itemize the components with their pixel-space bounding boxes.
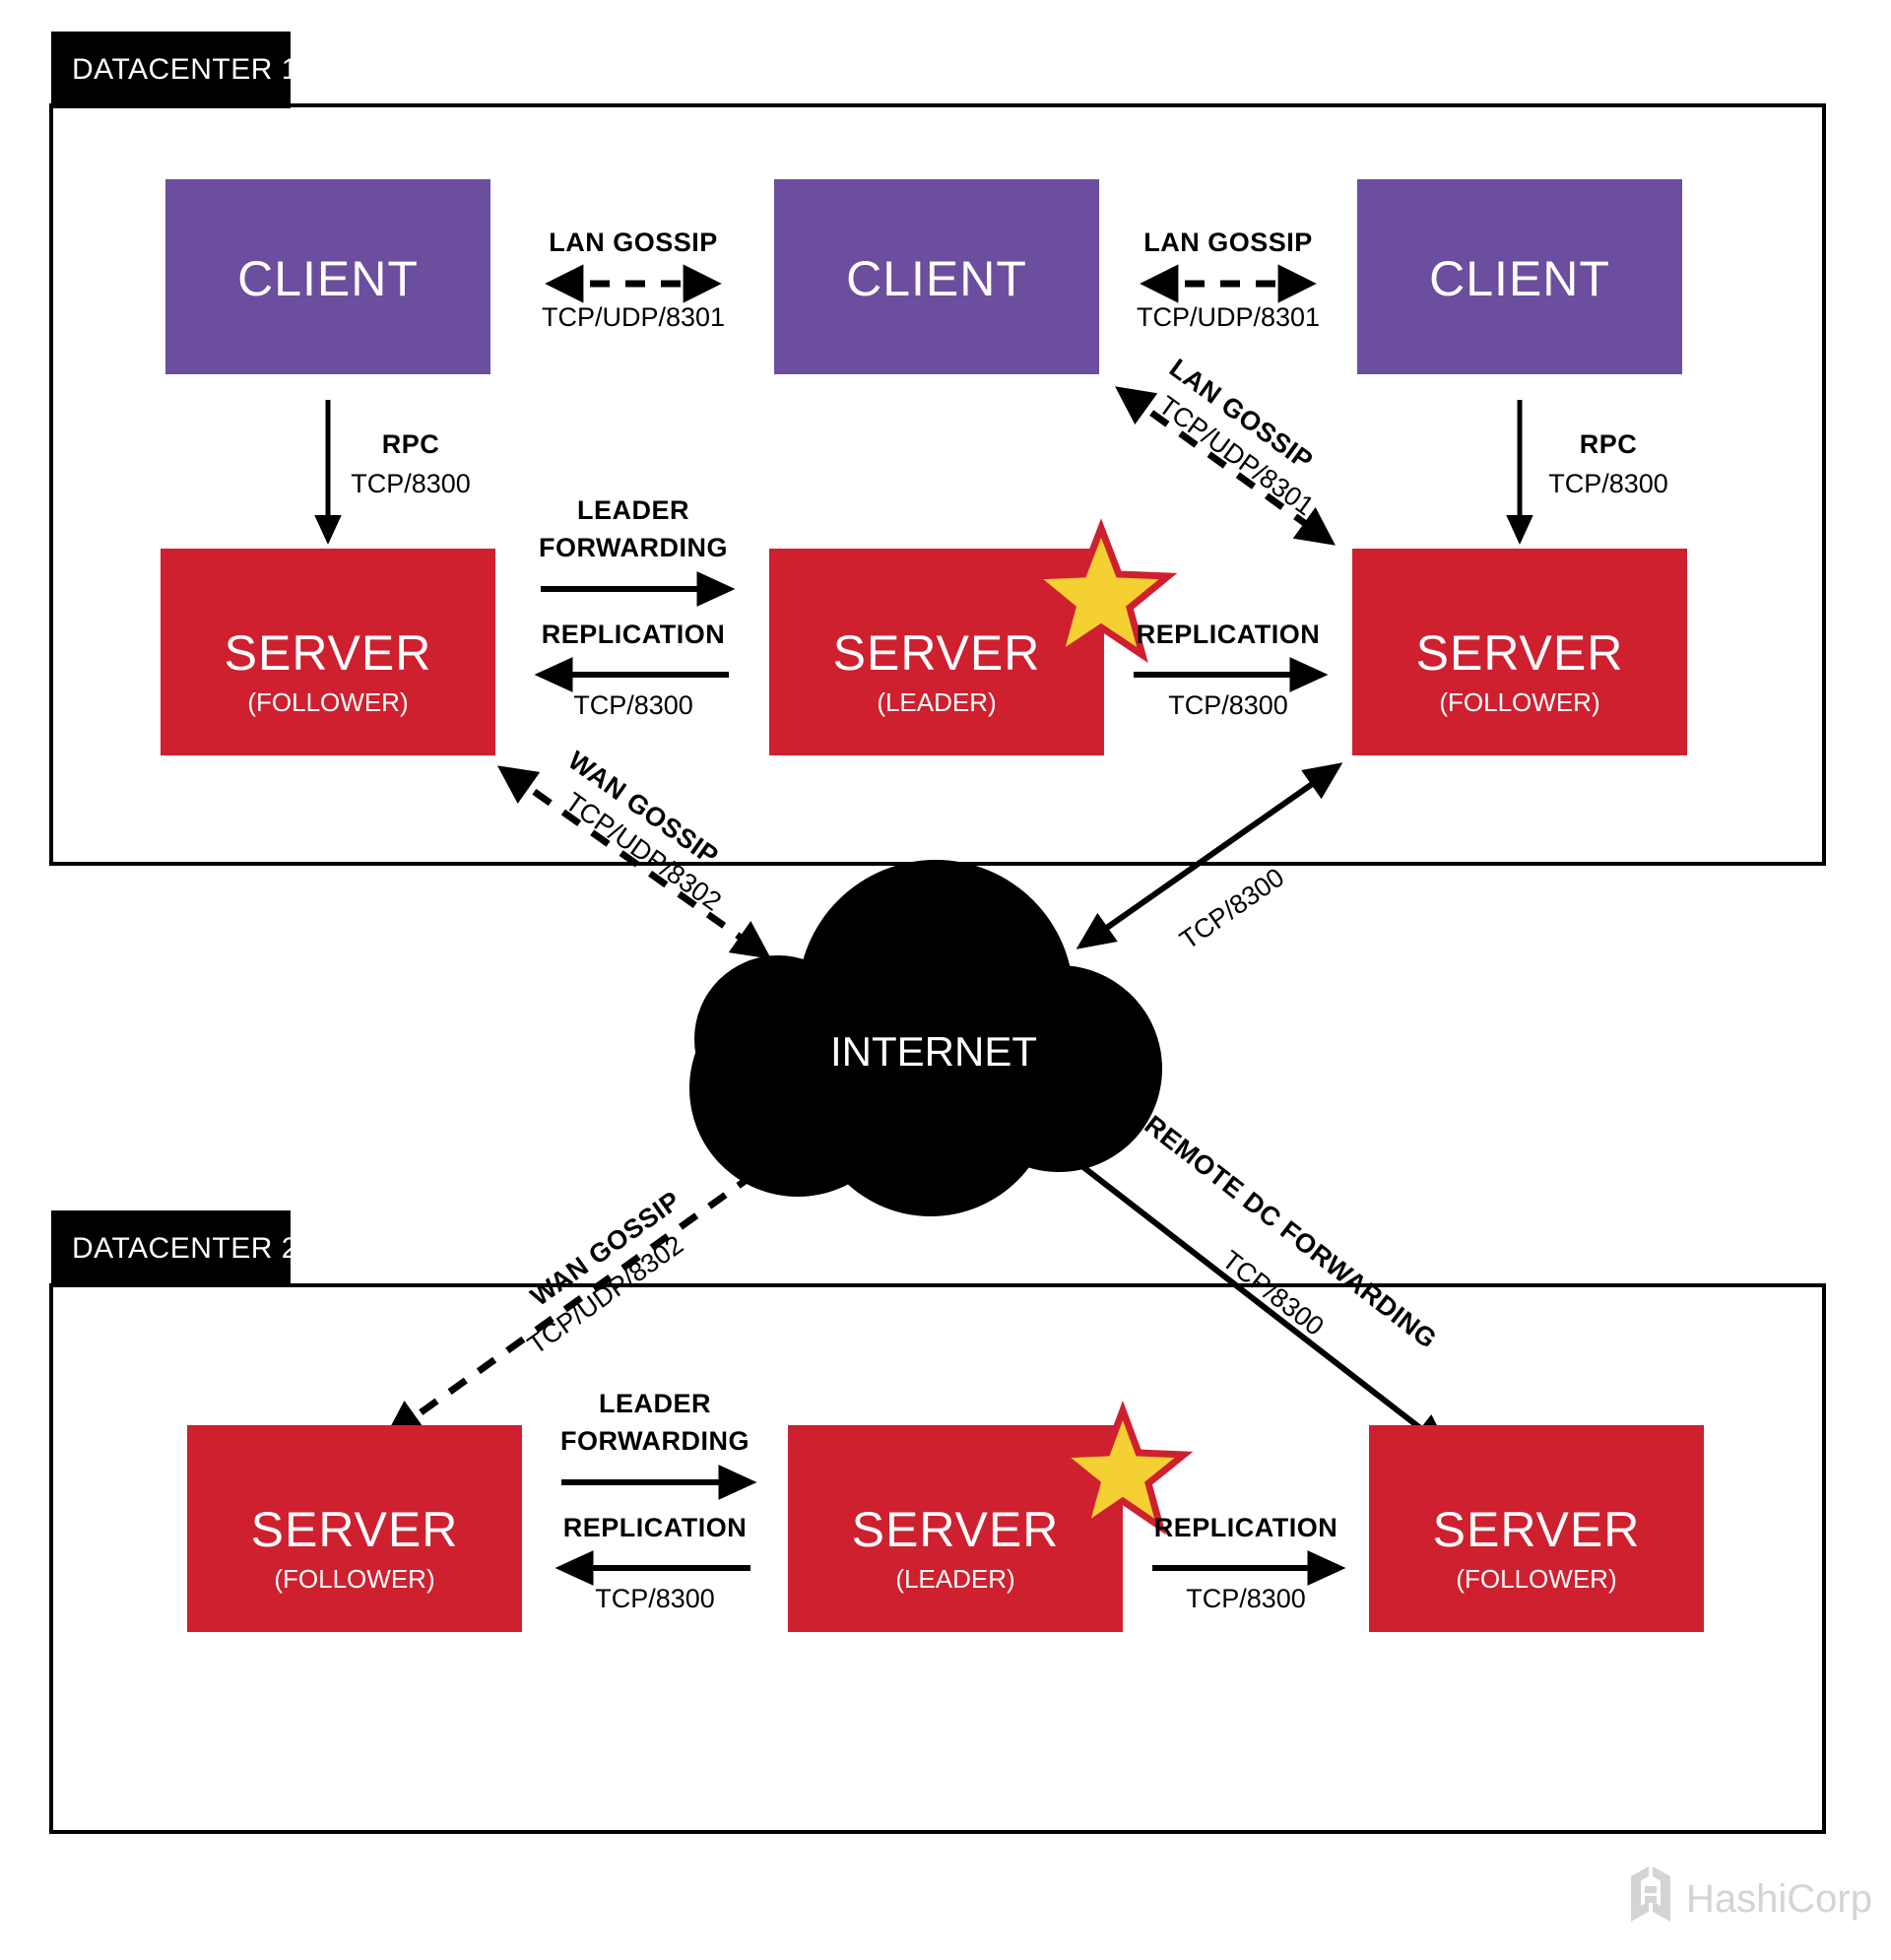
lan-gossip-1-label: LAN GOSSIP [549, 228, 718, 257]
dc1-lan-gossip-edge-diagonal: LAN GOSSIP TCP/UDP/8301 [1115, 353, 1336, 546]
dc1-leader-forwarding-label-2: FORWARDING [539, 533, 728, 562]
dc2-server-mid-label: SERVER [852, 1502, 1060, 1557]
dc2-leader-forwarding-label-2: FORWARDING [560, 1426, 750, 1456]
lan-gossip-1-port: TCP/UDP/8301 [542, 302, 725, 332]
rpc-left-port: TCP/8300 [351, 469, 471, 498]
dc2-server-left[interactable]: SERVER (FOLLOWER) [187, 1425, 522, 1632]
dc1-internet-rpc-arrow [1076, 762, 1343, 949]
dc1-replication-left-label: REPLICATION [542, 620, 726, 649]
dc1-server-mid[interactable]: SERVER (LEADER) [769, 518, 1178, 755]
dc1-lan-gossip-edge-2: LAN GOSSIP TCP/UDP/8301 [1137, 228, 1320, 332]
dc2-leader-forwarding-edge: LEADER FORWARDING [560, 1389, 757, 1500]
wan-gossip-top-arrow [496, 765, 772, 959]
dc1-server-right[interactable]: SERVER (FOLLOWER) [1352, 549, 1687, 755]
dc2-server-left-box[interactable] [187, 1425, 522, 1632]
remote-dc-forwarding-edge: REMOTE DC FORWARDING TCP/8300 [1081, 1110, 1452, 1452]
dc1-server-mid-role: (LEADER) [877, 687, 996, 717]
rpc-right-label: RPC [1580, 429, 1638, 459]
wan-gossip-bottom-arrow [384, 1151, 786, 1439]
lan-gossip-diagonal-arrow [1115, 386, 1336, 546]
dc1-server-right-box[interactable] [1352, 549, 1687, 755]
dc2-server-right-role: (FOLLOWER) [1456, 1564, 1616, 1594]
datacenter-2-tab [51, 1210, 291, 1287]
dc2-leader-star-icon [1052, 1400, 1194, 1535]
dc1-replication-right-label: REPLICATION [1137, 620, 1321, 649]
dc2-server-left-role: (FOLLOWER) [274, 1564, 434, 1594]
datacenter-2-label: DATACENTER 2 [72, 1232, 298, 1265]
dc1-server-mid-label: SERVER [833, 625, 1041, 681]
dc1-lan-gossip-edge-1: LAN GOSSIP TCP/UDP/8301 [542, 228, 725, 332]
datacenter-1-tab [51, 32, 291, 108]
dc1-rpc-edge-left: RPC TCP/8300 [314, 400, 471, 545]
dc2-server-mid-role: (LEADER) [895, 1564, 1014, 1594]
dc1-client-1[interactable]: CLIENT [165, 179, 490, 374]
dc1-server-left-role: (FOLLOWER) [247, 687, 408, 717]
remote-dc-forwarding-arrow [1081, 1164, 1452, 1452]
lan-gossip-2-label: LAN GOSSIP [1143, 228, 1313, 257]
rpc-left-label: RPC [382, 429, 440, 459]
dc1-internet-rpc-port: TCP/8300 [1174, 862, 1289, 954]
lan-gossip-2-port: TCP/UDP/8301 [1137, 302, 1320, 332]
dc1-client-3-box[interactable] [1357, 179, 1682, 374]
dc1-client-3-label: CLIENT [1429, 251, 1610, 306]
hashicorp-brand-label: HashiCorp [1686, 1877, 1872, 1921]
dc1-replication-edge-right: REPLICATION TCP/8300 [1134, 620, 1329, 720]
hashicorp-brand: HashiCorp [1631, 1866, 1872, 1922]
datacenter-1-label: DATACENTER 1 [72, 53, 298, 86]
internet-cloud[interactable]: INTERNET [689, 860, 1162, 1216]
dc1-client-2-label: CLIENT [846, 251, 1027, 306]
dc1-leader-forwarding-edge: LEADER FORWARDING [539, 495, 736, 607]
datacenter-2-frame [49, 1283, 1826, 1834]
dc2-replication-left-port: TCP/8300 [595, 1584, 715, 1613]
wan-gossip-edge-top: WAN GOSSIP TCP/UDP/8302 [496, 746, 772, 959]
dc2-replication-edge-right: REPLICATION TCP/8300 [1152, 1513, 1346, 1613]
dc1-rpc-edge-right: RPC TCP/8300 [1506, 400, 1668, 545]
dc2-server-right-box[interactable] [1369, 1425, 1704, 1632]
dc1-server-right-role: (FOLLOWER) [1439, 687, 1599, 717]
dc1-leader-star-icon [1024, 518, 1178, 664]
dc1-server-right-label: SERVER [1416, 625, 1624, 681]
dc2-server-left-label: SERVER [251, 1502, 459, 1557]
wan-gossip-edge-bottom: WAN GOSSIP TCP/UDP/8302 [384, 1151, 786, 1439]
dc1-server-left-box[interactable] [161, 549, 495, 755]
datacenter-2-group: DATACENTER 2 [49, 1210, 1826, 1834]
dc1-server-left[interactable]: SERVER (FOLLOWER) [161, 549, 495, 755]
dc1-internet-rpc-edge: TCP/8300 [1076, 762, 1343, 955]
dc2-replication-right-port: TCP/8300 [1186, 1584, 1306, 1613]
hashicorp-logo-icon [1631, 1866, 1670, 1922]
dc1-client-2-box[interactable] [774, 179, 1099, 374]
dc2-server-mid[interactable]: SERVER (LEADER) [788, 1400, 1194, 1632]
dc1-replication-edge-left: REPLICATION TCP/8300 [534, 620, 729, 720]
cloud-icon [689, 860, 1162, 1216]
dc1-replication-left-port: TCP/8300 [573, 690, 693, 720]
dc1-server-left-label: SERVER [225, 625, 432, 681]
dc1-client-1-label: CLIENT [237, 251, 419, 306]
dc2-replication-right-label: REPLICATION [1154, 1513, 1338, 1542]
dc2-replication-left-label: REPLICATION [563, 1513, 748, 1542]
dc2-leader-forwarding-label-1: LEADER [599, 1389, 711, 1418]
rpc-right-port: TCP/8300 [1548, 469, 1668, 498]
dc2-server-right-label: SERVER [1433, 1502, 1641, 1557]
dc2-server-right[interactable]: SERVER (FOLLOWER) [1369, 1425, 1704, 1632]
internet-label: INTERNET [830, 1028, 1037, 1075]
dc1-client-2[interactable]: CLIENT [774, 179, 1099, 374]
dc2-replication-edge-left: REPLICATION TCP/8300 [554, 1513, 750, 1613]
dc1-leader-forwarding-label-1: LEADER [577, 495, 689, 525]
dc1-client-3[interactable]: CLIENT [1357, 179, 1682, 374]
dc1-replication-right-port: TCP/8300 [1168, 690, 1288, 720]
dc1-client-1-box[interactable] [165, 179, 490, 374]
